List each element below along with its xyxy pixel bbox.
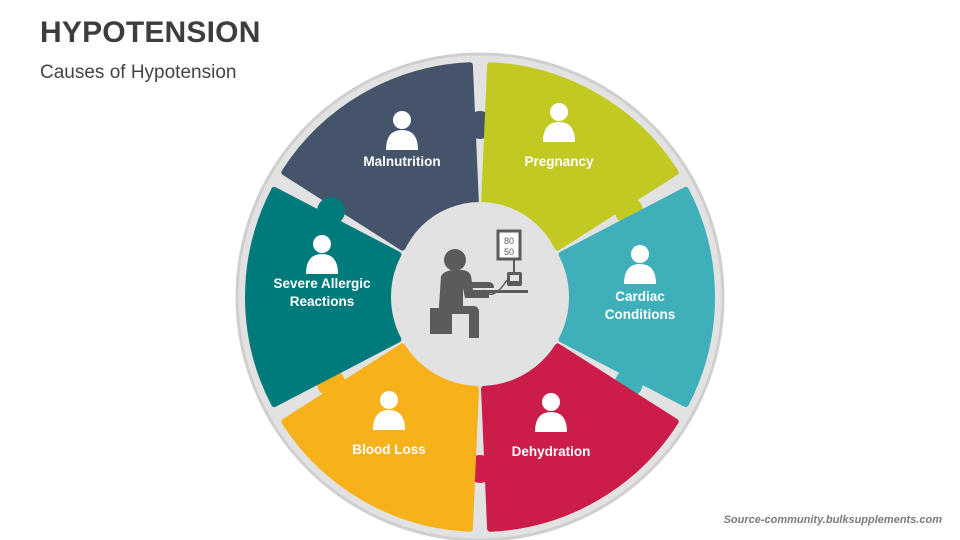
segments-group [245,62,715,532]
puzzle-knob [317,197,346,225]
pregnancy-belly-icon [543,103,575,142]
monitor-diastolic: 50 [504,247,514,257]
bleeding-hand-icon [373,391,405,430]
segment-dehydration [481,343,679,532]
dehydration-person-drop-icon [535,393,567,432]
segment-cardiac-conditions [558,186,715,408]
heart-attack-person-icon [624,245,656,284]
allergic-face-icon [306,235,338,274]
segment-label: Malnutrition [363,154,440,169]
source-credit: Source-community.bulksupplements.com [723,514,942,526]
page-title: HYPOTENSION [40,16,261,49]
segment-label: Pregnancy [524,154,594,169]
malnutrition-body-food-icon [386,111,418,150]
segment-label: Blood Loss [352,442,426,457]
segment-severe-allergic-reactions [245,186,402,408]
segment-label: Dehydration [512,444,591,459]
blood-pressure-measurement-icon: 80 50 [430,229,528,338]
monitor-systolic: 80 [504,236,514,246]
page-subtitle: Causes of Hypotension [40,62,237,83]
